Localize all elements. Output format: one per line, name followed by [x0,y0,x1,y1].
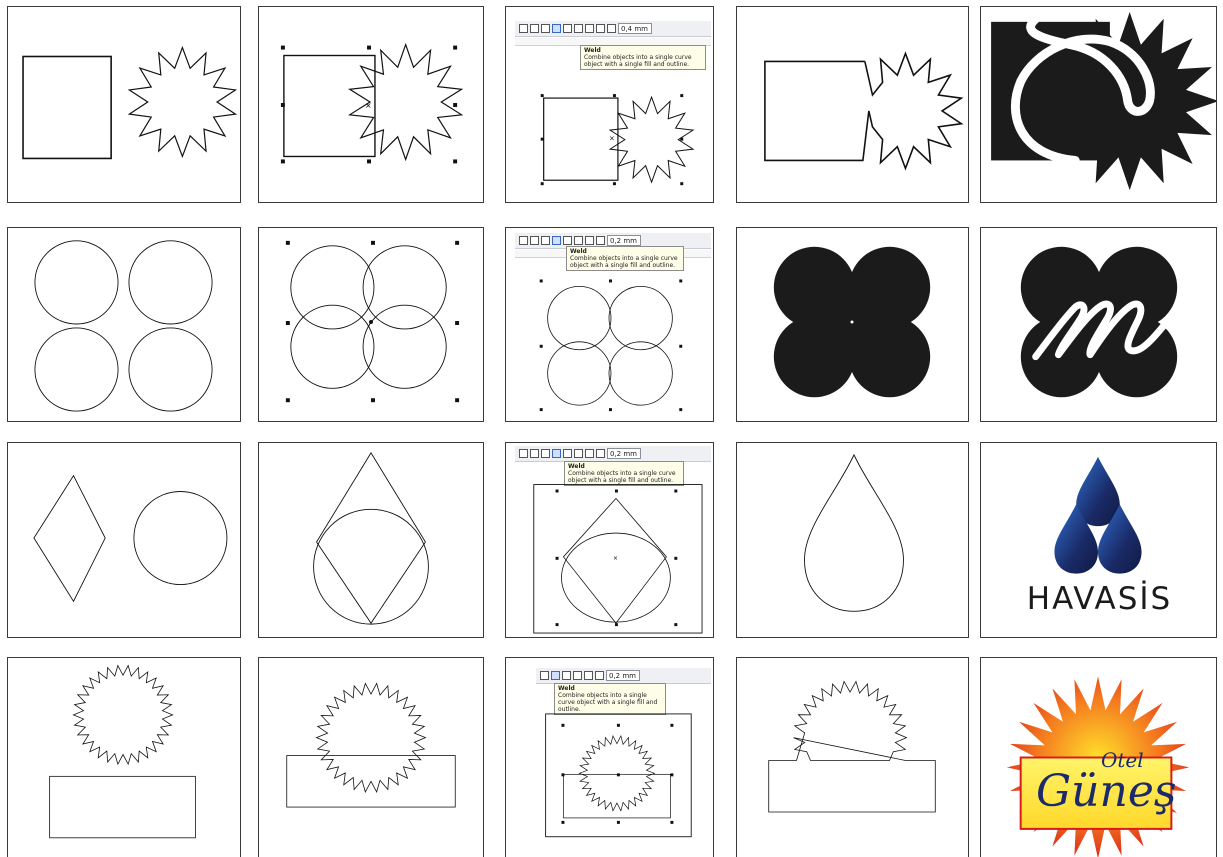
weld-tooltip: Weld Combine objects into a single curve… [554,683,666,715]
outline-width-select[interactable]: 0,2 mm [606,670,640,681]
simplify-icon[interactable] [574,24,583,33]
weld-tooltip: Weld Combine objects into a single curve… [566,246,684,271]
outline-width-select[interactable]: 0,2 mm [607,235,641,246]
drop-outline-drawing [737,443,968,637]
simplify-icon[interactable] [573,671,582,680]
front-minus-back-icon[interactable] [584,671,593,680]
zigzag-rect-overlap-drawing [259,658,483,857]
trim-icon[interactable] [519,236,528,245]
panel-weld-tool-circles: 0,2 mm Weld Combine objects into a singl… [505,227,714,422]
trim-icon[interactable] [519,449,528,458]
diamond-circle-overlap-drawing [259,443,483,637]
center-marker-icon: × [365,101,372,110]
panel-welded-drop [736,442,969,638]
welded-circles-shape [737,228,968,421]
weld-tooltip: Weld Combine objects into a single curve… [564,461,684,486]
panel-logo-havasis: HAVASİS [980,442,1217,638]
panel-logo-black-star [980,6,1217,203]
intersect-icon[interactable] [563,24,572,33]
panel-logo-otel-gunes: Otel Güneş [980,657,1217,857]
weld-icon[interactable] [552,449,561,458]
weld-icon[interactable] [552,236,561,245]
property-toolbar: 0,4 mm [515,21,711,37]
tooltip-body: Combine objects into a single curve obje… [584,54,702,68]
tooltip-body: Combine objects into a single curve obje… [570,255,680,269]
otel-gunes-sun-logo [981,658,1216,857]
panel-welded-square-star [736,6,969,203]
simplify-icon[interactable] [574,449,583,458]
panel-logo-m [980,227,1217,422]
panel-diamond-circle-overlap [258,442,484,638]
group-icon[interactable] [540,671,549,680]
intersect-icon[interactable] [563,236,572,245]
zigzag-circle-and-rectangle [8,658,240,857]
tooltip-title: Weld [558,685,662,692]
outline-width-select[interactable]: 0,4 mm [618,23,652,34]
panel-weld-tool-zigzag: 0,2 mm Weld Combine objects into a singl… [505,657,714,857]
intersect-icon[interactable] [563,449,572,458]
m-logo [981,228,1216,421]
tooltip-title: Weld [570,248,680,255]
property-toolbar: 0,2 mm [515,446,711,462]
back-minus-front-icon[interactable] [596,236,605,245]
back-minus-front-icon[interactable] [596,449,605,458]
group-icon[interactable] [541,449,550,458]
panel-welded-zigzag-rect [736,657,969,857]
front-minus-back-icon[interactable] [585,449,594,458]
align-icon[interactable] [530,236,539,245]
svg-text:×: × [613,555,618,562]
back-minus-front-icon[interactable] [596,24,605,33]
panel-square-star-overlap-selected: × [258,6,484,203]
panel-four-circles-overlap-selected [258,227,484,422]
property-toolbar: 0,2 mm [536,668,711,684]
panel-four-circles-separate [7,227,241,422]
weld-tooltip: Weld Combine objects into a single curve… [580,45,706,70]
group-icon[interactable] [541,24,550,33]
front-minus-back-icon[interactable] [585,24,594,33]
tooltip-body: Combine objects into a single curve obje… [558,692,662,713]
square-and-star-drawing [8,7,240,202]
simplify-icon[interactable] [574,236,583,245]
intersect-icon[interactable] [562,671,571,680]
panel-diamond-circle-separate [7,442,241,638]
welded-zigzag-outline [737,658,968,857]
welded-outline-drawing [737,7,968,202]
panel-zigzag-rect-separate [7,657,241,857]
square-star-overlap-drawing: × [259,7,483,202]
panel-zigzag-rect-overlap [258,657,484,857]
gunes-logo-text: Güneş [1036,766,1176,817]
four-circles-drawing [8,228,240,421]
diamond-and-circle-drawing [8,443,240,637]
back-minus-front-icon[interactable] [595,671,604,680]
black-star-logo [981,7,1216,202]
outline-width-select[interactable]: 0,2 mm [607,448,641,459]
overlapping-circles-drawing [259,228,483,421]
group-icon[interactable] [541,236,550,245]
align-icon[interactable] [530,24,539,33]
tooltip-body: Combine objects into a single curve obje… [568,470,680,484]
align-icon[interactable] [530,449,539,458]
weld-icon[interactable] [552,24,561,33]
panel-welded-circles [736,227,969,422]
panel-square-star-separate [7,6,241,203]
weld-icon[interactable] [551,671,560,680]
panel-weld-tool-square-star: 0,4 mm Weld Combine objects into a singl… [505,6,714,203]
svg-text:×: × [609,135,615,143]
tooltip-title: Weld [584,47,702,54]
panel-weld-tool-diamond: 0,2 mm Weld Combine objects into a singl… [505,442,714,638]
front-minus-back-icon[interactable] [585,236,594,245]
boundary-icon[interactable] [607,24,616,33]
havasis-logo-text: HAVASİS [981,581,1217,617]
trim-icon[interactable] [519,24,528,33]
tooltip-title: Weld [568,463,680,470]
